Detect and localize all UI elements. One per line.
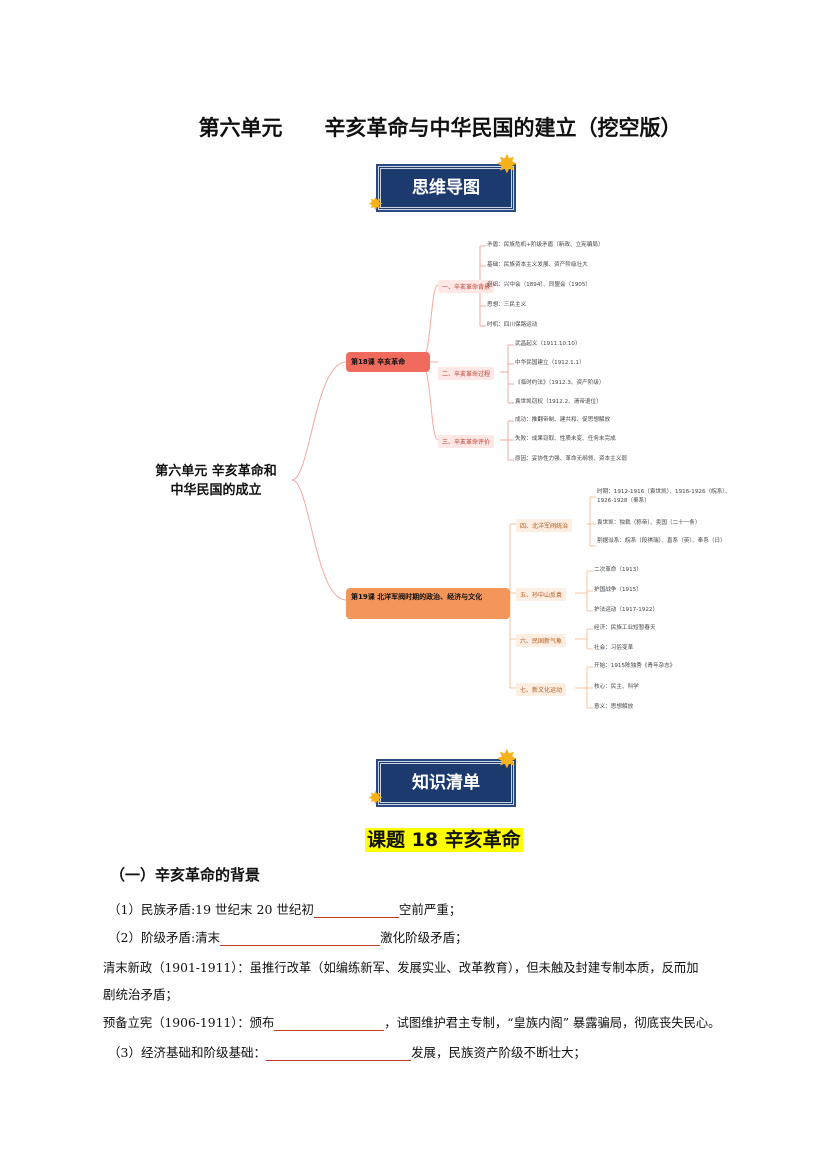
leaf-node: 时期：1912-1916（袁世凯）、1916-1926（皖系）、1926-192… bbox=[597, 489, 731, 504]
lesson-18-node: 第18课 辛亥革命 bbox=[346, 352, 430, 372]
leaf-node: 经济：民族工业短暂春天 bbox=[594, 625, 656, 631]
root-line-2: 中华民国的成立 bbox=[170, 483, 262, 498]
text: 预备立宪（1906-1911）：颁布 bbox=[103, 1016, 275, 1030]
root-line-1: 第六单元 辛亥革命和 bbox=[155, 464, 277, 479]
text: 激化阶级矛盾； bbox=[380, 930, 468, 945]
leaf-node: 组织：兴中会（1894）、同盟会（1905） bbox=[487, 282, 591, 288]
leaf-node: 失败：成果窃取、性质未变、任务未完成 bbox=[515, 436, 616, 442]
leaf-node: 护国战争（1915） bbox=[594, 587, 642, 593]
leaf-node: 基础：民族资本主义发展、资产阶级壮大 bbox=[487, 262, 588, 268]
lesson-heading: 课题 18 辛亥革命 bbox=[365, 828, 523, 852]
fill-blank[interactable] bbox=[220, 933, 381, 946]
fill-blank[interactable] bbox=[313, 905, 399, 918]
lesson-19-node: 第19课 北洋军阀时期的政治、经济与文化 bbox=[346, 588, 510, 619]
leaf-node: 原因：妥协性力强、革命无纲领、资本主义弱 bbox=[515, 456, 627, 462]
section-heading: （一）辛亥革命的背景 bbox=[110, 866, 261, 884]
leaf-node: 袁世凯：独裁（称帝）、卖国（二十一条） bbox=[597, 520, 701, 526]
leaf-node: 矛盾：民族危机+阶级矛盾（新政、立宪骗局） bbox=[487, 242, 604, 248]
section-node: 一、辛亥革命背景 bbox=[438, 280, 495, 293]
fill-blank[interactable] bbox=[265, 1048, 411, 1061]
leaf-node: 中华民国建立（1912.1.1） bbox=[515, 360, 585, 366]
star-icon: ✸ bbox=[368, 788, 384, 809]
leaf-node: 时机：四川保路运动 bbox=[487, 322, 538, 328]
star-icon: ✸ bbox=[496, 150, 518, 180]
text-line: （3）经济基础和阶级基础： 发展，民族资产阶级不断壮大； bbox=[108, 1042, 586, 1061]
fill-blank[interactable] bbox=[274, 1018, 385, 1031]
text-line: 清末新政（1901-1911）：虽推行改革（如编练新军、发展实业、改革教育），但… bbox=[103, 961, 699, 975]
leaf-node: 成功：推翻帝制、建共和、促思想解放 bbox=[515, 417, 611, 423]
leaf-node: 护法运动（1917-1922） bbox=[594, 607, 659, 613]
text-line: （1）民族矛盾:19 世纪末 20 世纪初 空前严重； bbox=[108, 899, 461, 918]
section-node: 六、民国新气象 bbox=[516, 634, 567, 647]
section-node: 五、孙中山反袁 bbox=[516, 588, 567, 601]
text-line: 剧统治矛盾； bbox=[103, 987, 179, 1002]
leaf-node: 二次革命（1913） bbox=[594, 567, 642, 573]
leaf-node: 割据派系：皖系（段祺瑞）、直系（英）、奉系（日） bbox=[597, 538, 726, 544]
leaf-node: 社会：习俗变革 bbox=[594, 645, 634, 651]
leaf-node: 开始：1915陈独秀《青年杂志》 bbox=[594, 663, 676, 669]
star-icon: ✸ bbox=[496, 745, 518, 775]
section-node: 四、北洋军阀统治 bbox=[516, 519, 573, 532]
mindmap-connectors bbox=[291, 245, 596, 709]
text-line: 预备立宪（1906-1911）：颁布 ，试图维护君主专制，“皇族内阁” 暴露骗局，… bbox=[103, 1013, 720, 1031]
section-node: 七、新文化运动 bbox=[516, 683, 567, 696]
leaf-node: 武昌起义（1911.10.10） bbox=[515, 341, 581, 347]
text: 发展，民族资产阶级不断壮大； bbox=[410, 1045, 586, 1060]
text: 空前严重； bbox=[398, 902, 462, 917]
leaf-node: 意义：思想解放 bbox=[594, 704, 634, 710]
leaf-node: 核心：民主、科学 bbox=[594, 684, 639, 690]
leaf-node: 《临时约法》（1912.3、资产阶级） bbox=[515, 380, 605, 386]
section-node: 三、辛亥革命评价 bbox=[438, 435, 495, 448]
knowledge-banner: 知识清单 bbox=[378, 761, 514, 805]
page-title: 第六单元 辛亥革命与中华民国的建立（挖空版） bbox=[198, 115, 682, 140]
text: （1）民族矛盾:19 世纪末 20 世纪初 bbox=[108, 902, 314, 917]
section-node: 二、辛亥革命过程 bbox=[438, 367, 495, 380]
leaf-node: 思想：三民主义 bbox=[487, 302, 527, 308]
text: （3）经济基础和阶级基础： bbox=[108, 1045, 266, 1060]
text-line: （2）阶级矛盾:清末 激化阶级矛盾； bbox=[108, 927, 468, 946]
text: ，试图维护君主专制，“皇族内阁” 暴露骗局，彻底丧失民心。 bbox=[384, 1016, 721, 1030]
mindmap-root: 第六单元 辛亥革命和 中华民国的成立 bbox=[140, 462, 292, 500]
leaf-node: 袁世凯窃权（1912.2、清帝退位） bbox=[515, 399, 602, 405]
text: （2）阶级矛盾:清末 bbox=[108, 930, 221, 945]
star-icon: ✸ bbox=[368, 194, 384, 215]
mindmap-banner: 思维导图 bbox=[378, 166, 514, 210]
